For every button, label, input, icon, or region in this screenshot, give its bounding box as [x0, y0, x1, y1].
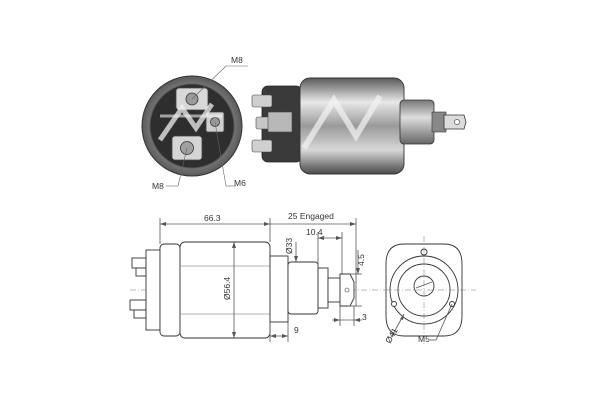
side-elevation-drawing	[129, 218, 372, 342]
dim-shaft-length: 10.4	[306, 227, 323, 237]
dim-diameter-body: Ø56.4	[222, 277, 232, 300]
photo-side-view	[251, 77, 467, 175]
m8-top-callout: M8	[231, 55, 243, 65]
dim-flange-gap: 9	[294, 325, 299, 335]
photo-end-view	[141, 65, 248, 187]
dim-diameter-plunger: Ø33	[284, 238, 294, 254]
dim-end-gap: 3	[362, 312, 367, 322]
dim-engaged: 25 Engaged	[288, 211, 334, 221]
dim-length-overall: 66.3	[204, 213, 221, 223]
front-view-drawing	[372, 236, 476, 344]
m6-callout: M6	[234, 178, 246, 188]
m8-bottom-callout: M8	[152, 181, 164, 191]
m5-callout: M5	[418, 334, 430, 344]
dim-slot-height: 4.5	[356, 254, 366, 266]
